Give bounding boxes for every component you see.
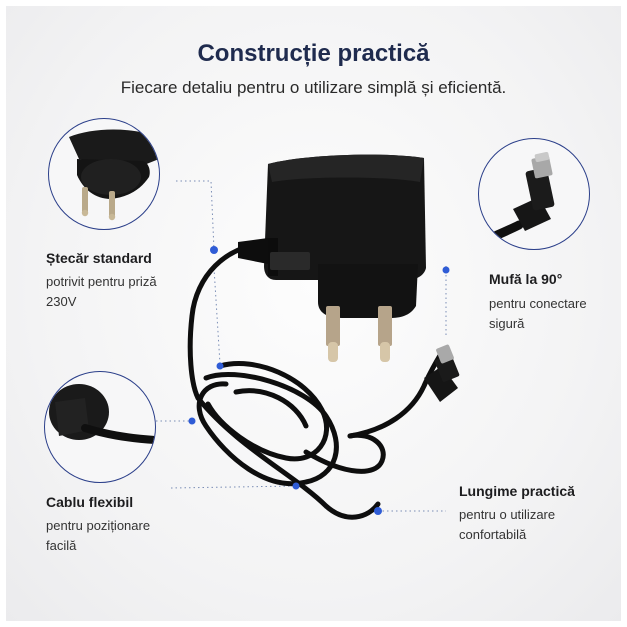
marker-cable-left xyxy=(188,417,196,425)
page-title: Construcție practică xyxy=(197,40,430,67)
callout-line-length-left xyxy=(170,485,297,489)
plug-closeup-image xyxy=(69,129,159,221)
cable-feature-desc: pentru poziționare facilă xyxy=(46,516,196,556)
right-angle-connector xyxy=(424,344,460,402)
marker-cable xyxy=(216,362,224,370)
accent-markers xyxy=(188,246,450,515)
length-feature-desc: pentru o utilizare confortabilă xyxy=(459,505,609,545)
plug-feature-desc: potrivit pentru priză 230V xyxy=(46,272,196,312)
page-subtitle: Fiecare detaliu pentru o utilizare simpl… xyxy=(120,78,507,97)
marker-connector xyxy=(442,266,450,274)
cable-feature-desc-line: pentru poziționare xyxy=(46,518,151,533)
marker-plug xyxy=(210,246,218,254)
callout-lines xyxy=(156,180,447,512)
plug-feature-desc-line: 230V xyxy=(46,294,77,309)
connector-feature-title: Mufă la 90° xyxy=(489,271,563,287)
connector-detail-circle xyxy=(478,138,590,250)
cable-feature-title: Cablu flexibil xyxy=(46,494,134,510)
connector-closeup-image xyxy=(479,152,555,248)
marker-length xyxy=(374,507,382,515)
adapter-body xyxy=(238,154,426,362)
callout-line-cable-vertical xyxy=(213,267,221,365)
length-feature-desc-line: pentru o utilizare xyxy=(459,507,556,522)
plug-detail-circle xyxy=(48,118,160,230)
cable-coil xyxy=(187,241,445,520)
cable-closeup-image xyxy=(49,384,155,444)
cable-feature-desc-line: facilă xyxy=(46,538,77,553)
adapter-illustration xyxy=(156,154,460,520)
connector-feature-desc-line: pentru conectare xyxy=(489,296,587,311)
plug-feature-title: Ștecăr standard xyxy=(46,250,152,266)
connector-feature-desc-line: sigură xyxy=(489,316,525,331)
connector-feature-desc: pentru conectare sigură xyxy=(489,294,621,334)
plug-feature-desc-line: potrivit pentru priză xyxy=(46,274,157,289)
cable-detail-circle xyxy=(44,371,156,483)
callout-line-plug xyxy=(176,180,215,251)
marker-length-left xyxy=(292,482,300,490)
length-feature-desc-line: confortabilă xyxy=(459,527,527,542)
length-feature-title: Lungime practică xyxy=(459,483,575,499)
